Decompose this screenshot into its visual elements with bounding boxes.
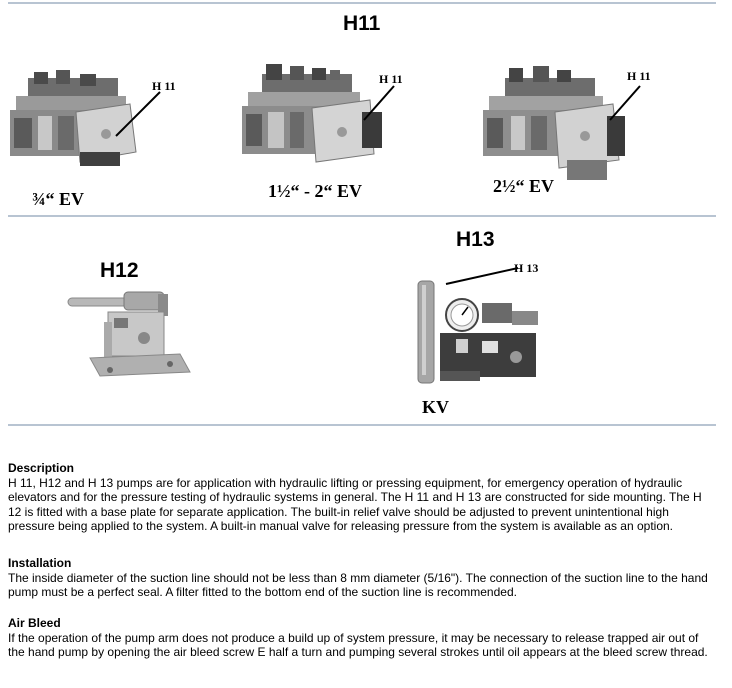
middle-divider bbox=[8, 215, 716, 217]
pump-photo-h11-small bbox=[10, 70, 137, 166]
air-bleed-body: If the operation of the pump arm does no… bbox=[8, 630, 708, 660]
installation-body: The inside diameter of the suction line … bbox=[8, 570, 708, 600]
callout-line-h11-c bbox=[609, 85, 641, 121]
size-label-kv: KV bbox=[422, 397, 449, 417]
air-bleed-section: Air Bleed If the operation of the pump a… bbox=[8, 616, 714, 660]
callout-line-h13 bbox=[445, 267, 519, 285]
pump-photo-h12 bbox=[67, 291, 191, 377]
callout-h11-c: H 11 bbox=[627, 69, 651, 83]
top-divider bbox=[8, 2, 716, 4]
air-bleed-title: Air Bleed bbox=[8, 616, 61, 630]
bottom-divider bbox=[8, 424, 716, 426]
installation-title: Installation bbox=[8, 556, 72, 570]
installation-section: Installation The inside diameter of the … bbox=[8, 556, 714, 600]
pump-photo-h11-medium bbox=[242, 64, 382, 163]
description-body: H 11, H12 and H 13 pumps are for applica… bbox=[8, 475, 702, 534]
callout-line-h11-b bbox=[363, 85, 395, 121]
pump-photo-h13 bbox=[417, 280, 538, 384]
heading-h11: H11 bbox=[343, 12, 381, 35]
callout-h11-a: H 11 bbox=[152, 79, 176, 93]
callout-line-h11-a bbox=[115, 91, 161, 137]
pump-photo-h11-large bbox=[483, 66, 625, 180]
size-label-3-4-ev: ¾“ EV bbox=[32, 189, 85, 209]
heading-h13: H13 bbox=[456, 228, 495, 251]
description-title: Description bbox=[8, 461, 75, 475]
description-section: Description H 11, H12 and H 13 pumps are… bbox=[8, 461, 714, 534]
size-label-1-5-2-ev: 1½“ - 2“ EV bbox=[268, 181, 362, 201]
callout-h11-b: H 11 bbox=[379, 72, 403, 86]
callout-h13: H 13 bbox=[514, 261, 539, 275]
heading-h12: H12 bbox=[100, 259, 139, 282]
size-label-2-5-ev: 2½“ EV bbox=[493, 176, 555, 196]
